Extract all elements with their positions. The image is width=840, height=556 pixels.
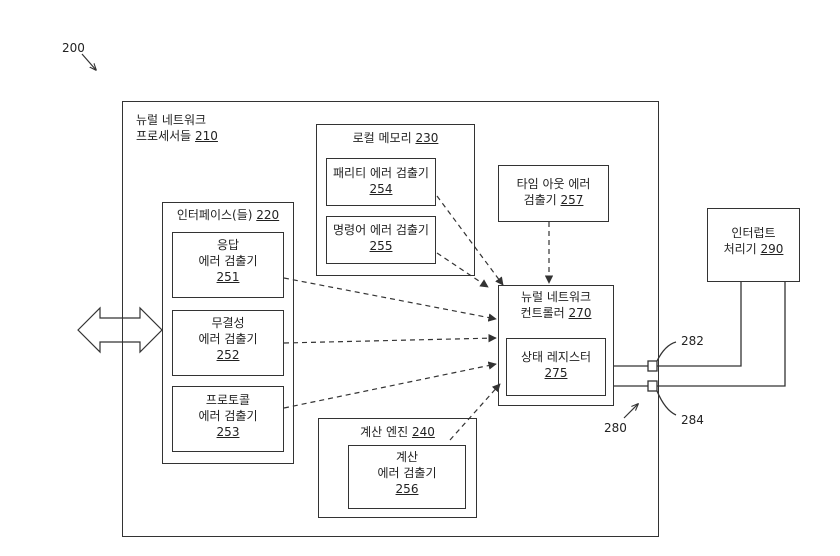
interfaces-title: 인터페이스(들) (176, 208, 253, 222)
compute-engine-title: 계산 엔진 (360, 425, 409, 439)
integrity-detector-line2: 에러 검출기 (198, 332, 258, 346)
protocol-detector-line2: 에러 검출기 (198, 409, 258, 423)
compute-engine-label: 계산 엔진 240 (318, 424, 477, 440)
compute-detector-line1: 계산 (395, 450, 419, 464)
protocol-error-detector-box (172, 386, 284, 452)
ref-282-label: 282 (681, 334, 704, 348)
processor-label: 뉴럴 네트워크 프로세서들 210 (136, 112, 218, 144)
protocol-error-detector-label: 프로토콜 에러 검출기 253 (172, 392, 284, 440)
figure-ref-arrow (81, 53, 96, 70)
timeout-error-detector-label: 타임 아웃 에러 검출기 257 (498, 176, 609, 208)
controller-ref: 270 (568, 306, 592, 320)
line-284-to-interrupt (657, 282, 786, 387)
status-register-line1: 상태 레지스터 (520, 350, 592, 364)
parity-error-detector-label: 패리티 에러 검출기 254 (326, 165, 436, 197)
instruction-error-detector-box (326, 216, 436, 264)
line-282-to-interrupt (657, 282, 742, 367)
protocol-detector-line1: 프로토콜 (205, 393, 251, 407)
instruction-detector-ref: 255 (369, 239, 393, 253)
parity-detector-ref: 254 (369, 182, 393, 196)
compute-detector-line2: 에러 검출기 (377, 466, 437, 480)
local-memory-title: 로컬 메모리 (352, 131, 412, 145)
ref-284-label: 284 (681, 413, 704, 427)
status-register-label: 상태 레지스터 275 (506, 349, 606, 381)
response-error-detector-box (172, 232, 284, 298)
timeout-detector-line2-wrap: 검출기 257 (498, 192, 609, 208)
interrupt-handler-label: 인터럽트 처리기 290 (707, 225, 800, 257)
compute-engine-box (318, 418, 477, 518)
integrity-detector-line1: 무결성 (211, 316, 245, 330)
compute-error-detector-box (348, 445, 466, 509)
compute-error-detector-label: 계산 에러 검출기 256 (348, 449, 466, 497)
controller-line2: 컨트롤러 (520, 306, 565, 320)
timeout-detector-ref: 257 (560, 193, 584, 207)
arrow-253-to-controller (283, 361, 497, 409)
interfaces-box (162, 202, 294, 464)
integrity-detector-ref: 252 (216, 348, 240, 362)
instruction-detector-line1: 명령어 에러 검출기 (333, 223, 429, 237)
interrupt-handler-ref: 290 (760, 242, 784, 256)
status-register-ref: 275 (544, 366, 568, 380)
local-memory-ref: 230 (415, 131, 439, 145)
arrow-255-to-controller (436, 252, 489, 288)
ref-280-arrow (623, 404, 638, 419)
interrupt-handler-line2: 처리기 (723, 242, 757, 256)
controller-line1: 뉴럴 네트워크 (520, 290, 592, 304)
compute-detector-ref: 256 (395, 482, 419, 496)
neural-network-processor-box (122, 101, 659, 537)
compute-engine-ref: 240 (411, 425, 435, 439)
interrupt-handler-line1: 인터럽트 (731, 226, 776, 240)
response-detector-line1: 응답 (216, 238, 240, 252)
instruction-error-detector-label: 명령어 에러 검출기 255 (326, 222, 436, 254)
neural-network-controller-box (498, 285, 614, 406)
response-detector-ref: 251 (216, 270, 240, 284)
timeout-error-detector-box (498, 165, 609, 222)
processor-label-line2-wrap: 프로세서들 210 (136, 128, 218, 144)
arrow-240-to-controller (449, 383, 501, 441)
timeout-detector-line2: 검출기 (523, 193, 557, 207)
response-detector-line2: 에러 검출기 (198, 254, 258, 268)
status-register-box (506, 338, 606, 396)
response-error-detector-label: 응답 에러 검출기 251 (172, 237, 284, 285)
local-memory-box (316, 124, 475, 276)
integrity-error-detector-label: 무결성 에러 검출기 252 (172, 315, 284, 363)
leader-284 (656, 390, 677, 416)
leader-282 (656, 341, 677, 362)
processor-label-line1: 뉴럴 네트워크 (136, 113, 207, 127)
arrow-254-to-controller (436, 195, 504, 286)
interrupt-handler-line2-wrap: 처리기 290 (707, 241, 800, 257)
controller-line2-wrap: 컨트롤러 270 (498, 305, 614, 321)
processor-ref: 210 (195, 129, 218, 143)
processor-label-line2: 프로세서들 (136, 129, 192, 143)
integrity-error-detector-box (172, 310, 284, 376)
local-memory-label: 로컬 메모리 230 (316, 130, 475, 146)
interfaces-ref: 220 (256, 208, 280, 222)
interrupt-handler-box (707, 208, 800, 282)
timeout-detector-line1: 타임 아웃 에러 (516, 177, 591, 191)
interfaces-label: 인터페이스(들) 220 (162, 207, 294, 223)
ref-280-label: 280 (604, 421, 627, 435)
figure-ref-label: 200 (62, 41, 85, 55)
parity-detector-line1: 패리티 에러 검출기 (333, 166, 429, 180)
parity-error-detector-box (326, 158, 436, 206)
protocol-detector-ref: 253 (216, 425, 240, 439)
controller-label: 뉴럴 네트워크 컨트롤러 270 (498, 289, 614, 321)
